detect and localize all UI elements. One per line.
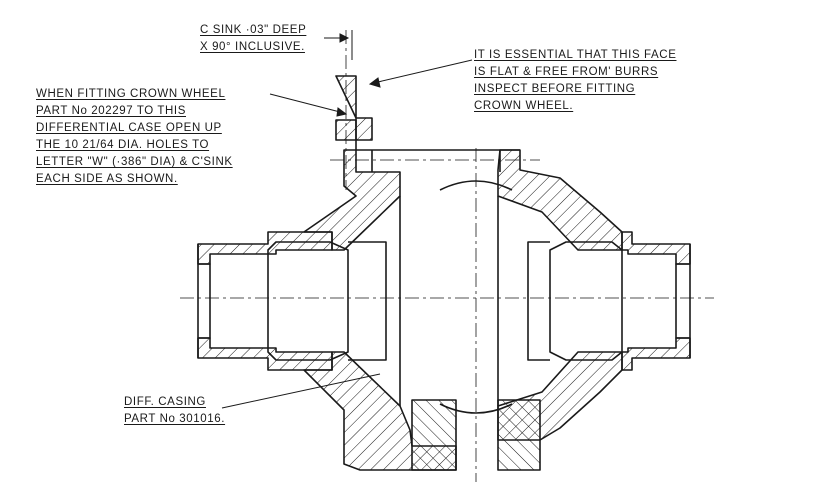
left-hub-upper-wall	[197, 231, 333, 265]
csink-note-line-2: X 90° INCLUSIVE.	[200, 41, 305, 53]
csink-arrow	[339, 33, 350, 43]
diff-casing-label: DIFF. CASING PART No 301016.	[124, 394, 225, 428]
csink-note-line-1: C SINK ·03" DEEP	[200, 24, 307, 36]
lower-left-casing	[303, 351, 457, 471]
essential-leader	[377, 59, 473, 83]
fitting-note-line-5: LETTER "W" (·386" DIA) & C'SINK	[36, 156, 233, 168]
fitting-arrow	[336, 107, 348, 117]
bottom-casting	[411, 399, 457, 471]
right-side-gear	[549, 241, 623, 361]
right-hub-bore	[675, 263, 690, 339]
left-thrust-ring	[348, 241, 387, 361]
right-thrust-ring	[527, 241, 550, 361]
left-hub-lower-wall	[197, 337, 333, 371]
top-flange-bolt	[371, 150, 501, 172]
left-side-gear	[267, 241, 349, 361]
fitting-instruction-note: WHEN FITTING CROWN WHEEL PART No 202297 …	[36, 86, 233, 188]
fitting-leader	[269, 93, 341, 113]
essential-arrow	[368, 77, 381, 88]
upper-right-casing	[497, 149, 623, 251]
fitting-note-line-1: WHEN FITTING CROWN WHEEL	[36, 88, 226, 100]
right-hub-upper-wall	[621, 231, 691, 265]
fitting-note-line-6: EACH SIDE AS SHOWN.	[36, 173, 178, 185]
fitting-note-line-3: DIFFERENTIAL CASE OPEN UP	[36, 122, 222, 134]
left-hub-bore	[198, 263, 211, 339]
casing-leader	[221, 373, 381, 409]
casing-note-line-1: DIFF. CASING	[124, 396, 206, 408]
bottom-right-casting	[497, 399, 541, 471]
essential-note-line-4: CROWN WHEEL.	[474, 100, 574, 112]
cross-shaft-lower-boss	[439, 403, 513, 414]
csink-note: C SINK ·03" DEEP X 90° INCLUSIVE.	[200, 22, 306, 56]
essential-note-line-2: IS FLAT & FREE FROM' BURRS	[474, 66, 659, 78]
right-hub-lower-wall	[621, 337, 691, 371]
fitting-note-line-4: THE 10 21/64 DIA. HOLES TO	[36, 139, 210, 151]
essential-face-note: IT IS ESSENTIAL THAT THIS FACE IS FLAT &…	[474, 47, 676, 115]
casing-note-line-2: PART No 301016.	[124, 413, 226, 425]
fitting-note-line-2: PART No 202297 TO THIS	[36, 105, 186, 117]
essential-note-line-3: INSPECT BEFORE FITTING	[474, 83, 636, 95]
essential-note-line-1: IT IS ESSENTIAL THAT THIS FACE	[474, 49, 677, 61]
upper-left-casing	[303, 75, 401, 251]
